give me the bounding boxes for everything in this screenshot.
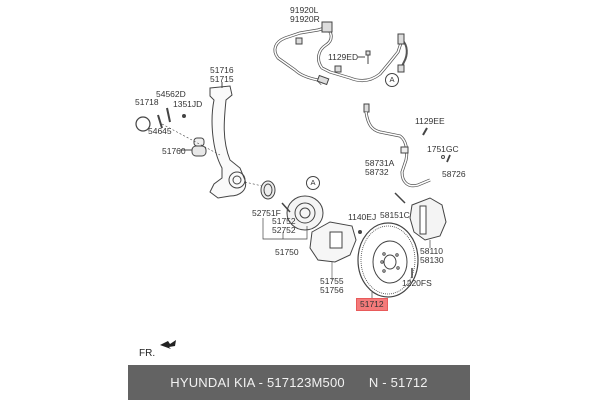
- label-54562D[interactable]: 54562D: [156, 90, 186, 99]
- label-1751GC[interactable]: 1751GC: [427, 145, 459, 154]
- hub-bearing-icon: [262, 195, 324, 240]
- label-58110[interactable]: 58110 58130: [420, 247, 444, 265]
- label-51712-highlighted[interactable]: 51712: [356, 298, 388, 311]
- label-54645[interactable]: 54645: [148, 127, 172, 136]
- label-91920[interactable]: 91920L 91920R: [290, 6, 320, 24]
- label-51752[interactable]: 51752 52752: [272, 217, 296, 235]
- snap-ring-icon: [135, 116, 151, 132]
- label-1140EJ[interactable]: 1140EJ: [348, 213, 376, 222]
- label-line: 1220FS: [402, 278, 432, 288]
- label-line: 58726: [442, 169, 466, 179]
- knuckle-bolts-icon: [157, 107, 221, 156]
- label-58731A[interactable]: 58731A 58732: [365, 159, 394, 177]
- callout-a-hub: A: [306, 176, 320, 190]
- label-51760[interactable]: 51760: [162, 147, 186, 156]
- label-line: 91920L: [290, 5, 319, 15]
- label-line: 1129EE: [415, 116, 445, 126]
- part-info-footer: HYUNDAI KIA - 517123M500 N - 51712: [128, 365, 470, 400]
- dust-cover-icon: [244, 180, 276, 200]
- label-1129ED[interactable]: 1129ED: [328, 53, 358, 62]
- label-line: 51715: [210, 74, 234, 84]
- label-line: 58130: [420, 255, 444, 265]
- label-line: 52752: [272, 225, 296, 235]
- label-52751F[interactable]: 52751F: [252, 209, 281, 218]
- label-1129EE[interactable]: 1129EE: [415, 117, 445, 126]
- label-line: 51750: [275, 247, 299, 257]
- label-line: 54562D: [156, 89, 186, 99]
- steering-knuckle-icon: [209, 82, 247, 199]
- front-direction-label: FR.: [139, 348, 156, 359]
- label-1351JD[interactable]: 1351JD: [173, 100, 202, 109]
- label-line: 1351JD: [173, 99, 203, 109]
- bolt-icon: [358, 50, 371, 64]
- brand-part-number: HYUNDAI KIA - 517123M500: [170, 375, 345, 390]
- label-line: 51755: [320, 276, 344, 286]
- label-line: 58151C: [380, 210, 410, 220]
- label-line: 51718: [135, 97, 159, 107]
- brake-hose-icon: [363, 103, 451, 188]
- callout-a-wire: A: [385, 73, 399, 87]
- label-1220FS[interactable]: 1220FS: [402, 279, 432, 288]
- brake-disc-icon: [357, 222, 419, 298]
- dust-shield-icon: [309, 221, 357, 280]
- label-line: 58732: [365, 167, 389, 177]
- label-line: 1129ED: [328, 52, 359, 62]
- ball-joint-icon: [180, 137, 207, 157]
- label-58726[interactable]: 58726: [442, 170, 466, 179]
- label-line: 51756: [320, 285, 344, 295]
- label-line: 58731A: [365, 158, 395, 168]
- front-direction-arrow-icon: [160, 340, 176, 349]
- label-line: 58110: [420, 246, 444, 256]
- label-line: 54645: [148, 126, 172, 136]
- label-51716[interactable]: 51716 51715: [210, 66, 234, 84]
- label-51718[interactable]: 51718: [135, 98, 159, 107]
- label-line: 91920R: [290, 14, 320, 24]
- label-line: 51752: [272, 216, 296, 226]
- label-line: 1751GC: [427, 144, 459, 154]
- abs-sensor-wire-icon: [273, 21, 408, 86]
- label-line: 51716: [210, 65, 234, 75]
- label-line: 1140EJ: [348, 212, 377, 222]
- label-51755[interactable]: 51755 51756: [320, 277, 344, 295]
- brake-caliper-icon: [394, 192, 447, 248]
- label-58151C[interactable]: 58151C: [380, 211, 410, 220]
- label-line: 51712: [360, 299, 384, 309]
- diagram-reference-number: N - 51712: [368, 375, 428, 390]
- screw-icon: [358, 230, 362, 234]
- label-line: 52751F: [252, 208, 281, 218]
- label-51750[interactable]: 51750: [275, 248, 299, 257]
- label-line: 51760: [162, 146, 186, 156]
